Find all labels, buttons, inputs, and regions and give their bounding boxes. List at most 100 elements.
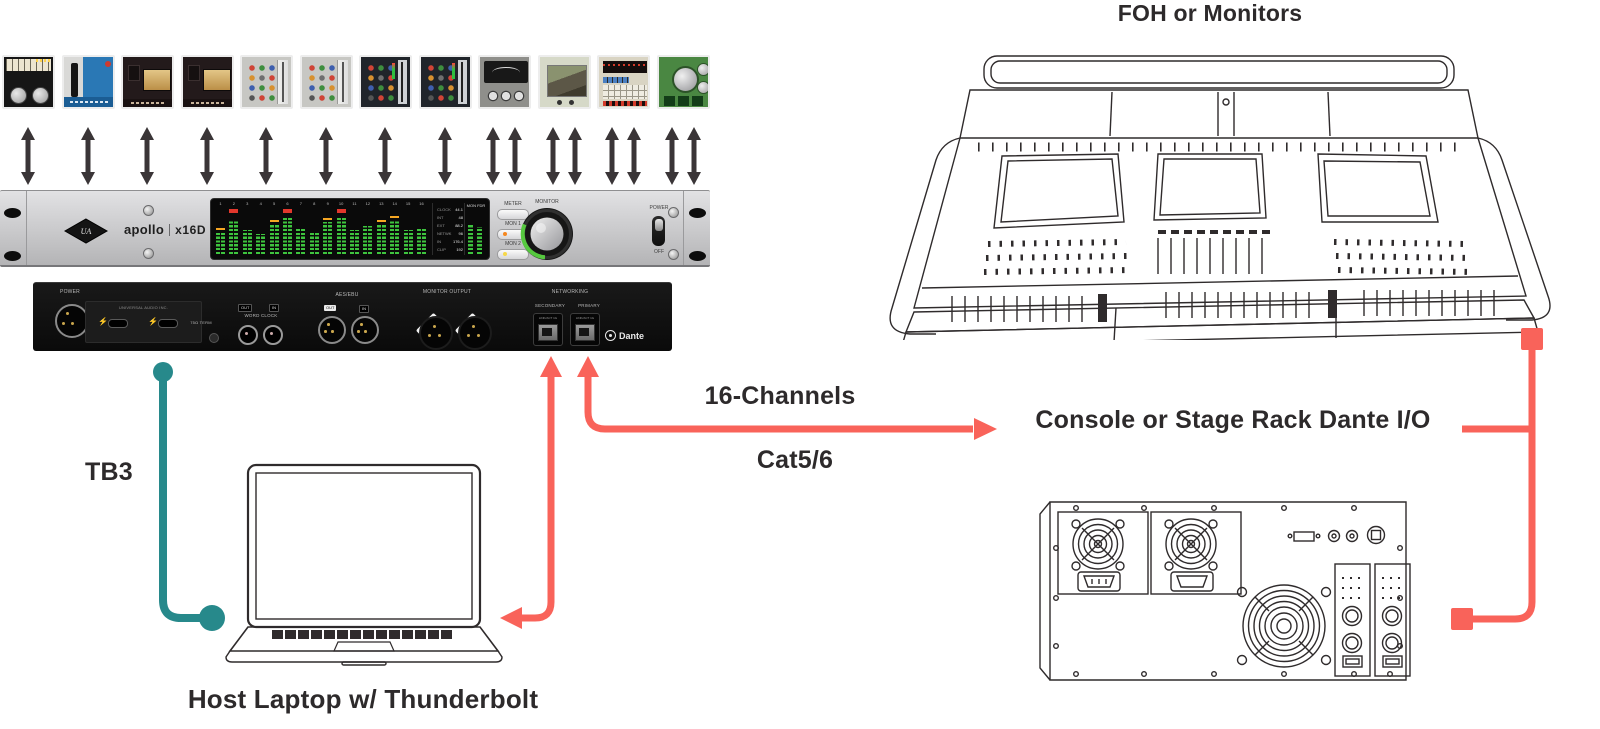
- stage-rack-drawing: [1039, 501, 1411, 681]
- tb3-cable: [159, 380, 203, 622]
- peak-segment: [323, 216, 333, 220]
- wordclock-label: WORD CLOCK: [244, 313, 278, 318]
- channel-number: 7: [299, 201, 303, 206]
- ua-diamond-logo-icon: UA: [64, 218, 108, 244]
- panel-screw: [143, 205, 154, 216]
- channel-number: 8: [313, 201, 316, 206]
- aes-label: AES/EBU: [335, 292, 359, 298]
- channel-meter: [261, 234, 266, 254]
- panel-screw: [668, 249, 679, 260]
- channel-meter: [328, 222, 333, 254]
- bidirectional-arrow-icon: [200, 127, 214, 185]
- panel-screw: [668, 207, 679, 218]
- bidirectional-arrow-icon: [665, 127, 679, 185]
- channel-meter: [376, 224, 381, 254]
- channel-meter: [336, 218, 341, 254]
- wordclock-out-badge: OUT: [238, 304, 253, 312]
- channel-number: 4: [259, 201, 262, 206]
- channel-meter: [301, 228, 306, 254]
- foh-console-drawing: [889, 55, 1551, 340]
- channel-meter: [350, 230, 354, 254]
- mon-meter: [477, 227, 482, 254]
- plugin-thumbnail-1: [2, 55, 55, 109]
- thunderbolt-port-2: [158, 319, 178, 328]
- monitor-label: MONITOR: [535, 199, 559, 205]
- channel-number: 14: [392, 201, 397, 206]
- thunderbolt-plate: UNIVERSAL AUDIO INC. ⚡ ⚡: [85, 301, 202, 343]
- brand-apollo: apollo: [124, 222, 165, 237]
- foh-label: FOH or Monitors: [1117, 0, 1303, 26]
- channel-meter: [422, 228, 426, 254]
- plugin-thumbnail-11: [597, 55, 650, 109]
- monitor-output-label: MONITOR OUTPUT: [422, 289, 472, 295]
- mon2-button[interactable]: MON 2: [496, 241, 530, 260]
- plugin-thumbnail-6: [300, 55, 353, 109]
- mon-meter: [468, 224, 473, 254]
- plugin-thumbnail-5: [240, 55, 293, 109]
- laptop-drawing: [225, 463, 503, 666]
- channel-meter: [314, 232, 319, 254]
- bidirectional-arrow-icon: [140, 127, 154, 185]
- ua-plate-label: UNIVERSAL AUDIO INC.: [118, 305, 169, 310]
- bidirectional-arrow-icon: [508, 127, 522, 185]
- plugin-thumbnail-10: [538, 55, 591, 109]
- cable-label: Cat5/6: [756, 446, 834, 474]
- dante-logo: Dante: [605, 330, 644, 341]
- channel-number: 5: [272, 201, 276, 206]
- bidirectional-arrow-icon: [605, 127, 619, 185]
- channel-meter: [229, 220, 234, 254]
- channel-number: 15: [405, 201, 411, 206]
- monitor-knob[interactable]: [515, 202, 579, 264]
- plugin-thumbnail-7: [359, 55, 412, 109]
- channel-number: 13: [379, 201, 384, 206]
- networking-label: NETWORKING: [551, 289, 589, 295]
- channel-number: 9: [326, 201, 329, 206]
- channel-meter: [216, 232, 220, 254]
- power-off-label: OFF: [654, 249, 664, 255]
- bidirectional-arrow-icon: [21, 127, 35, 185]
- bidirectional-arrow-icon: [627, 127, 641, 185]
- bidirectional-arrow-icon: [486, 127, 500, 185]
- clip-segment: [336, 209, 346, 213]
- peak-segment: [269, 218, 279, 222]
- primary-label: PRIMARY: [578, 303, 600, 308]
- bidirectional-arrow-icon: [568, 127, 582, 185]
- aes-in-badge: IN: [359, 305, 369, 313]
- tb3-label: TB3: [85, 458, 133, 486]
- bidirectional-arrow-icon: [319, 127, 333, 185]
- channel-meter: [390, 220, 395, 254]
- dante-primary-port[interactable]: LINK/ACT 1G: [570, 313, 600, 346]
- panel-screw: [143, 248, 154, 259]
- peak-segment: [390, 214, 400, 218]
- channels-label: 16-Channels: [704, 382, 856, 410]
- wordclock-out-bnc: [238, 325, 258, 345]
- power-label: POWER: [649, 205, 669, 211]
- dante-secondary-port[interactable]: LINK/ACT 1G: [533, 313, 563, 346]
- aes-out-badge: OUT: [324, 305, 337, 311]
- wordclock-in-bnc: [263, 325, 283, 345]
- power-toggle[interactable]: [652, 216, 665, 246]
- host-laptop-label: Host Laptop w/ Thunderbolt: [187, 684, 539, 714]
- channel-meter: [309, 232, 314, 254]
- bidirectional-arrow-icon: [687, 127, 701, 185]
- channel-meter: [221, 232, 225, 254]
- bidirectional-arrow-icon: [378, 127, 392, 185]
- channel-number: 6: [286, 201, 289, 206]
- term-button[interactable]: [209, 333, 219, 343]
- channel-meter: [395, 220, 400, 254]
- thunderbolt-icon: ⚡: [98, 317, 108, 326]
- meter-button[interactable]: METER: [496, 201, 530, 220]
- plugin-thumbnail-3: [121, 55, 174, 109]
- channel-number: 3: [246, 201, 249, 206]
- plugin-thumbnail-8: [419, 55, 472, 109]
- bidirectional-arrow-icon: [259, 127, 273, 185]
- plugin-thumbnail-2: [62, 55, 115, 109]
- front-panel-branding: apollo x16D: [124, 222, 206, 237]
